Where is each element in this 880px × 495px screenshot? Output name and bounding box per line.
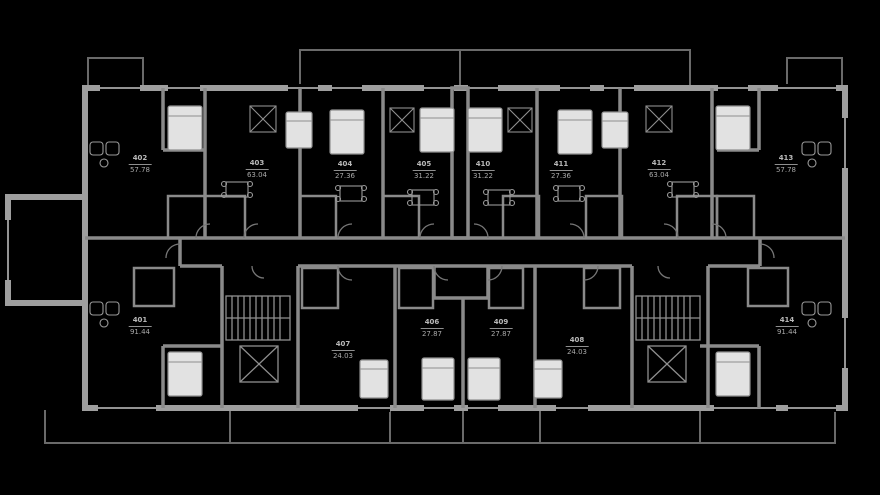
stairs-icon-left	[225, 295, 291, 341]
bathroom-walls	[132, 194, 790, 310]
sofa-icons	[89, 141, 832, 328]
elevator-icon-right	[647, 345, 687, 383]
elevator-icon-left	[239, 345, 279, 383]
dining-table-icons	[220, 180, 700, 207]
bed-icons	[167, 105, 751, 401]
balcony-parapet-lines	[44, 49, 843, 444]
bed-pillow-lines	[168, 115, 750, 370]
wardrobe-icons	[249, 105, 673, 133]
stairs-icon-right	[635, 295, 701, 341]
door-arc-icons	[165, 223, 775, 281]
